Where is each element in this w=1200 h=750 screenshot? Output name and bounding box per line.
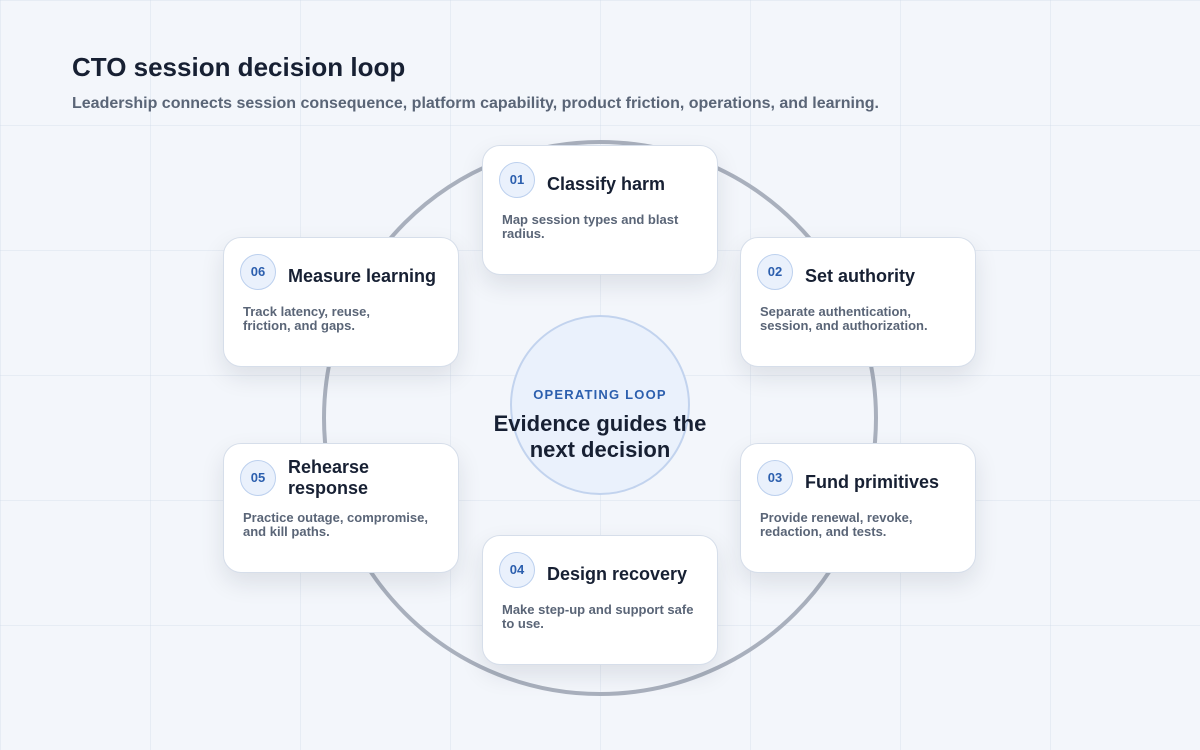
step-title: Fund primitives: [805, 472, 940, 492]
step-number-badge: 01: [499, 162, 535, 198]
step-card-classify-harm: 01 Classify harm Map session types and b…: [482, 145, 718, 275]
step-title: Set authority: [805, 266, 916, 286]
center-hub: OPERATING LOOP Evidence guides the next …: [494, 315, 706, 495]
step-title: Design recovery: [547, 564, 688, 584]
loop-ring-circle: [322, 140, 878, 696]
step-title: Classify harm: [547, 174, 666, 194]
page-title: CTO session decision loop: [72, 52, 406, 82]
hub-title: Evidence guides the next decision: [493, 411, 707, 462]
step-description: Separate authentication, session, and au…: [760, 304, 928, 333]
step-title: Measure learning: [288, 266, 437, 286]
step-description: Provide renewal, revoke, redaction, and …: [760, 510, 913, 539]
step-number-badge: 03: [757, 460, 793, 496]
hub-eyebrow: OPERATING LOOP: [533, 387, 667, 402]
step-number-badge: 05: [240, 460, 276, 496]
step-number-badge: 02: [757, 254, 793, 290]
step-title: Rehearse response: [288, 457, 370, 498]
step-card-rehearse-response: 05 Rehearse response Practice outage, co…: [223, 443, 459, 573]
step-card-set-authority: 02 Set authority Separate authentication…: [740, 237, 976, 367]
step-card-design-recovery: 04 Design recovery Make step-up and supp…: [482, 535, 718, 665]
step-number-badge: 06: [240, 254, 276, 290]
step-description: Make step-up and support safe to use.: [502, 602, 694, 631]
step-description: Track latency, reuse, friction, and gaps…: [243, 304, 370, 333]
step-card-fund-primitives: 03 Fund primitives Provide renewal, revo…: [740, 443, 976, 573]
step-card-measure-learning: 06 Measure learning Track latency, reuse…: [223, 237, 459, 367]
page-subtitle: Leadership connects session consequence,…: [72, 95, 879, 112]
step-description: Map session types and blast radius.: [502, 212, 679, 241]
step-number-badge: 04: [499, 552, 535, 588]
step-description: Practice outage, compromise, and kill pa…: [243, 510, 428, 539]
